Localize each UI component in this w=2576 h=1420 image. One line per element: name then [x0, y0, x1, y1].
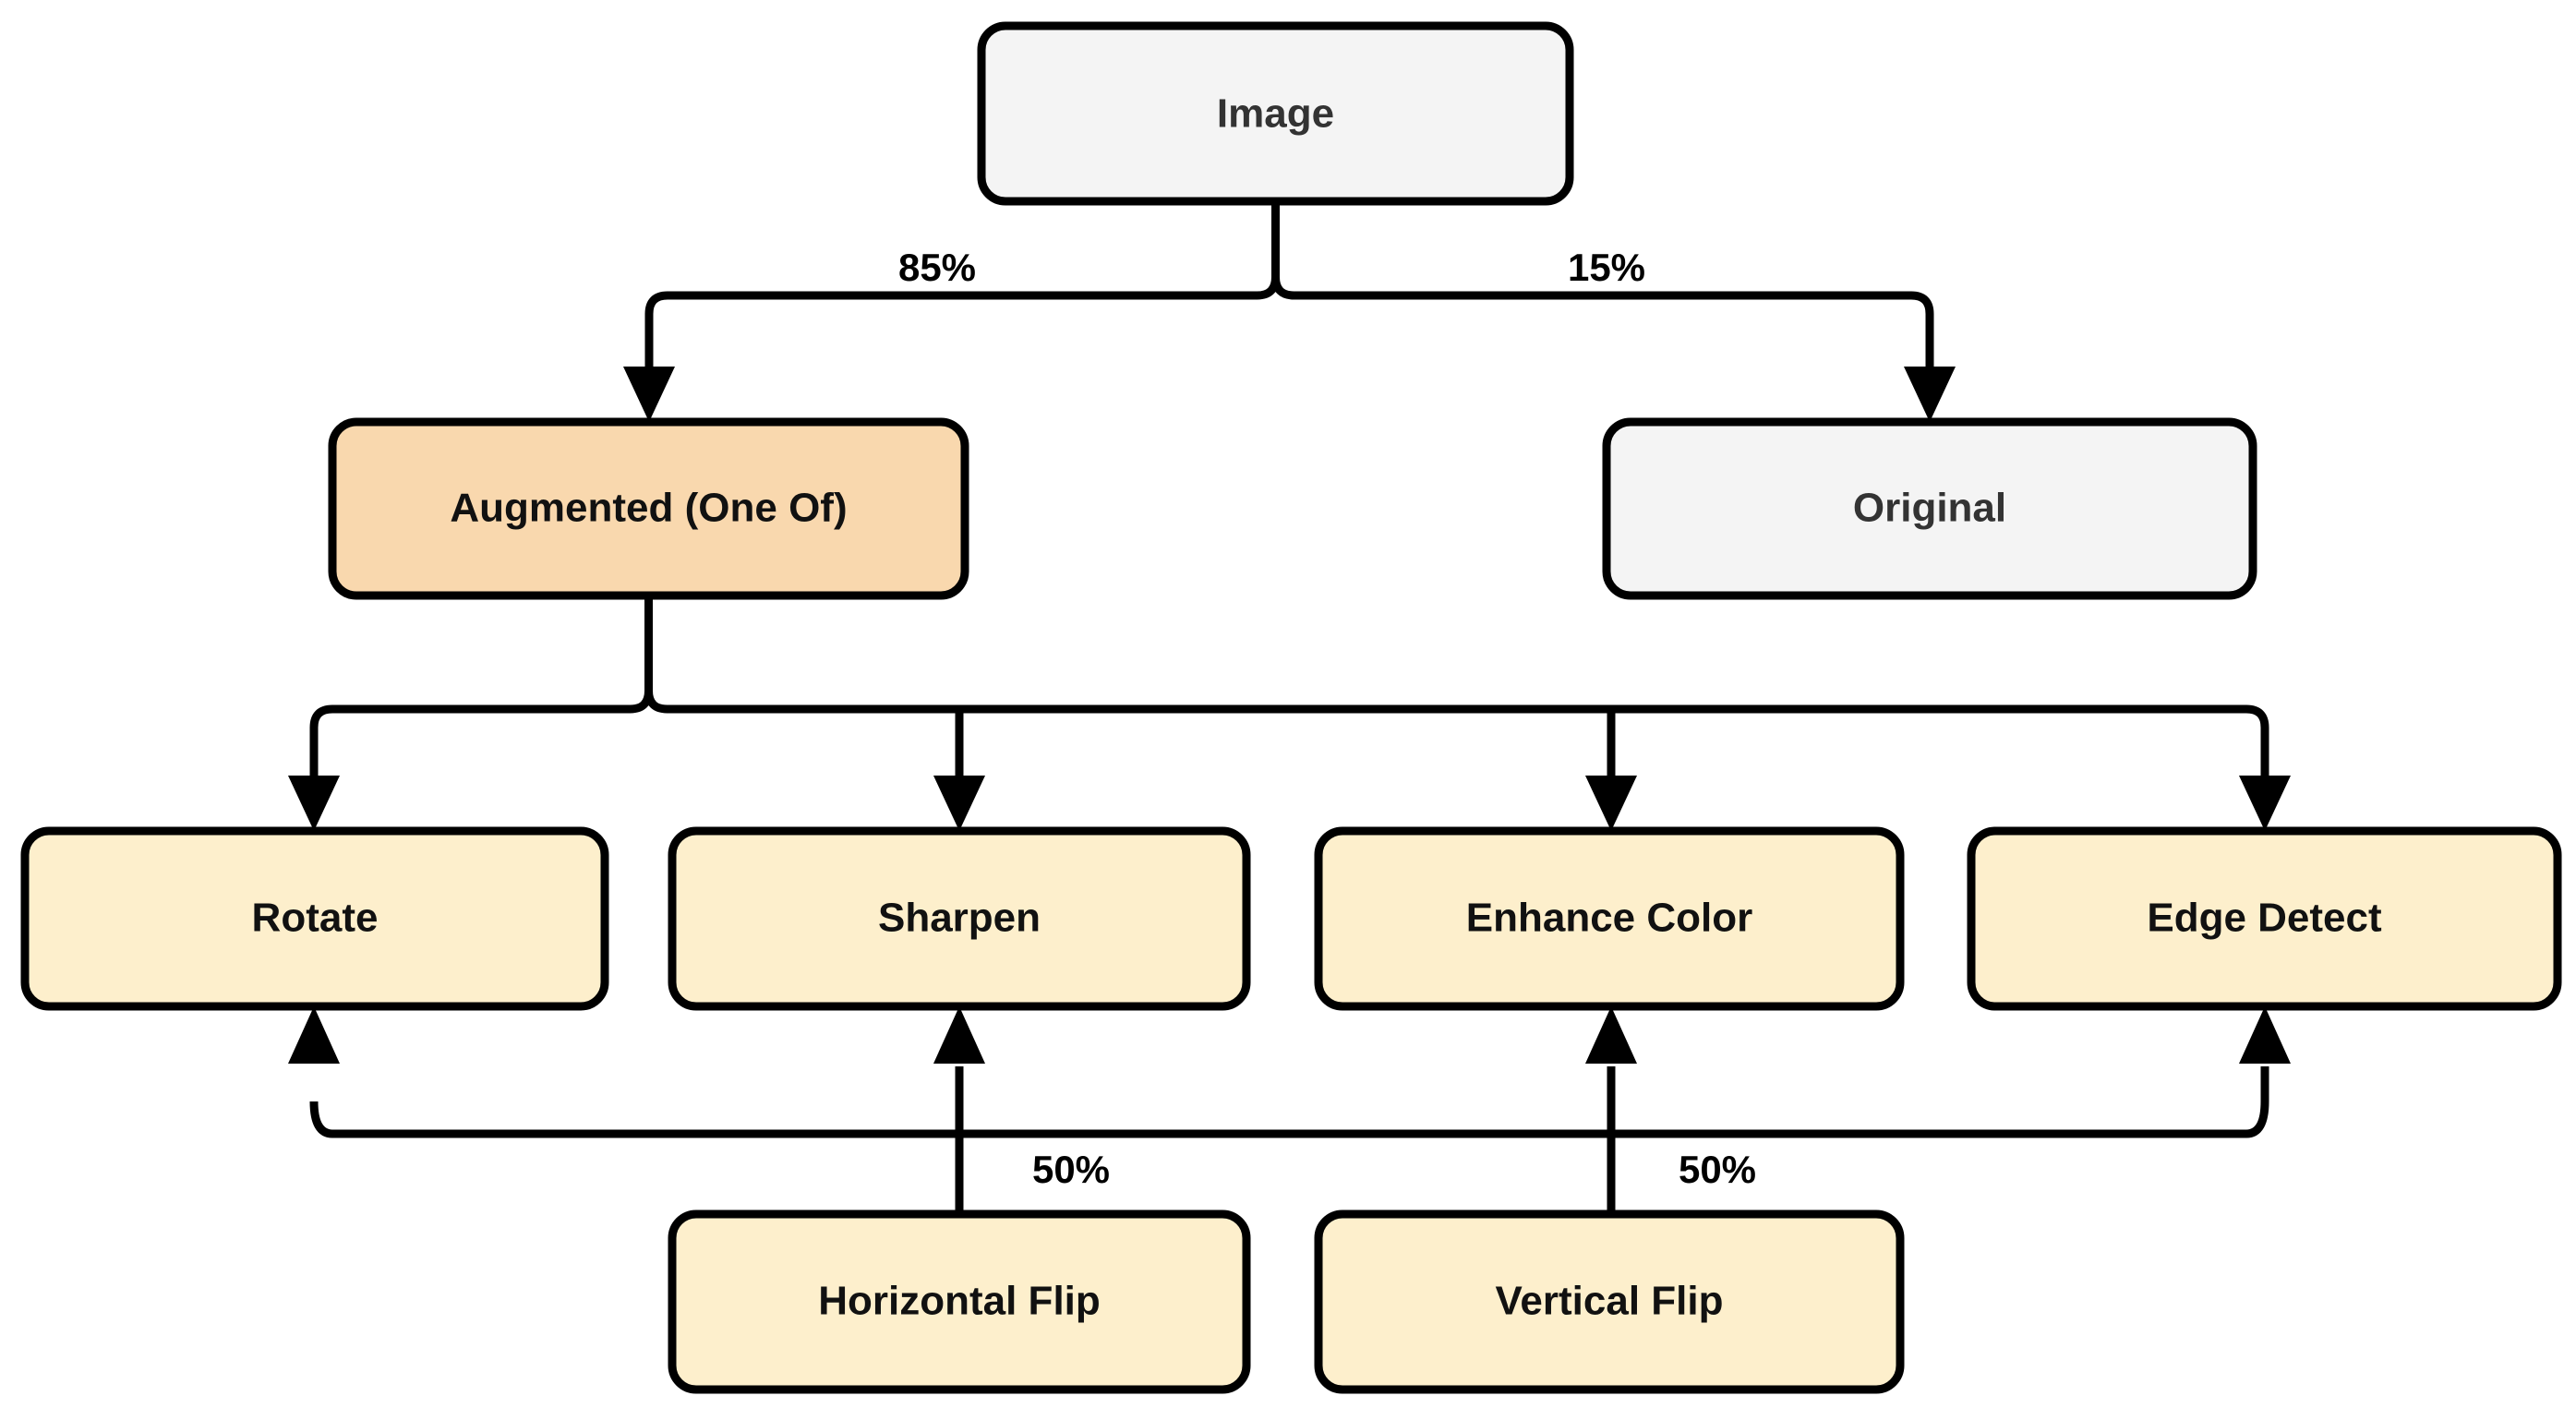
node-enhance-color-label: Enhance Color	[1466, 896, 1753, 941]
node-vertical-flip-label: Vertical Flip	[1496, 1279, 1724, 1324]
node-vertical-flip[interactable]: Vertical Flip	[1314, 1209, 1905, 1394]
arrowhead-edge-detect-from-flip	[2239, 1006, 2291, 1064]
edge-image-to-original	[1271, 276, 1934, 392]
node-horizontal-flip[interactable]: Horizontal Flip	[668, 1209, 1251, 1394]
arrowhead-augmented	[623, 367, 675, 422]
edge-label-85-percent: 85%	[898, 246, 976, 289]
node-original-box[interactable]	[1602, 417, 2257, 600]
node-augmented-label: Augmented (One Of)	[450, 486, 847, 531]
edge-group-augmented-fanout	[288, 596, 2291, 831]
node-augmented-one-of[interactable]: Augmented (One Of)	[328, 417, 969, 600]
edge-return-bus	[309, 1066, 2269, 1138]
node-enhance-color[interactable]: Enhance Color	[1314, 826, 1905, 1011]
edge-group-image-split	[623, 201, 1956, 422]
arrowhead-rotate	[288, 776, 340, 831]
arrowhead-edge-detect	[2239, 776, 2291, 831]
node-sharpen-label: Sharpen	[878, 896, 1041, 941]
edge-group-flip-returns	[288, 1006, 2291, 1214]
edge-bus-right-arm	[644, 690, 2269, 801]
node-original[interactable]: Original	[1602, 417, 2257, 600]
edge-label-50-percent-horizontal: 50%	[1032, 1148, 1110, 1191]
node-edge-detect-box[interactable]	[1967, 826, 2562, 1011]
node-rotate[interactable]: Rotate	[20, 826, 609, 1011]
node-sharpen[interactable]: Sharpen	[668, 826, 1251, 1011]
edge-label-15-percent: 15%	[1568, 246, 1645, 289]
arrowhead-sharpen	[933, 776, 985, 831]
arrowhead-enhance-from-vflip	[1585, 1006, 1637, 1064]
node-original-label: Original	[1853, 486, 2006, 531]
node-rotate-box[interactable]	[20, 826, 609, 1011]
node-horizontal-flip-box[interactable]	[668, 1209, 1251, 1394]
node-edge-detect[interactable]: Edge Detect	[1967, 826, 2562, 1011]
node-enhance-color-box[interactable]	[1314, 826, 1905, 1011]
arrowhead-original	[1904, 367, 1956, 422]
edge-bus-left-arm	[309, 690, 653, 801]
arrowhead-sharpen-from-hflip	[933, 1006, 985, 1064]
edge-label-50-percent-vertical: 50%	[1679, 1148, 1756, 1191]
arrowhead-rotate-from-flip	[288, 1006, 340, 1064]
node-vertical-flip-box[interactable]	[1314, 1209, 1905, 1394]
node-sharpen-box[interactable]	[668, 826, 1251, 1011]
node-image-label: Image	[1217, 91, 1334, 137]
node-augmented-box[interactable]	[328, 417, 969, 600]
node-image-box[interactable]	[977, 21, 1574, 206]
arrowhead-enhance	[1585, 776, 1637, 831]
edge-image-to-augmented	[644, 276, 1280, 392]
node-edge-detect-label: Edge Detect	[2147, 896, 2382, 941]
node-horizontal-flip-label: Horizontal Flip	[818, 1279, 1101, 1324]
node-image[interactable]: Image	[977, 21, 1574, 206]
node-rotate-label: Rotate	[252, 896, 379, 941]
